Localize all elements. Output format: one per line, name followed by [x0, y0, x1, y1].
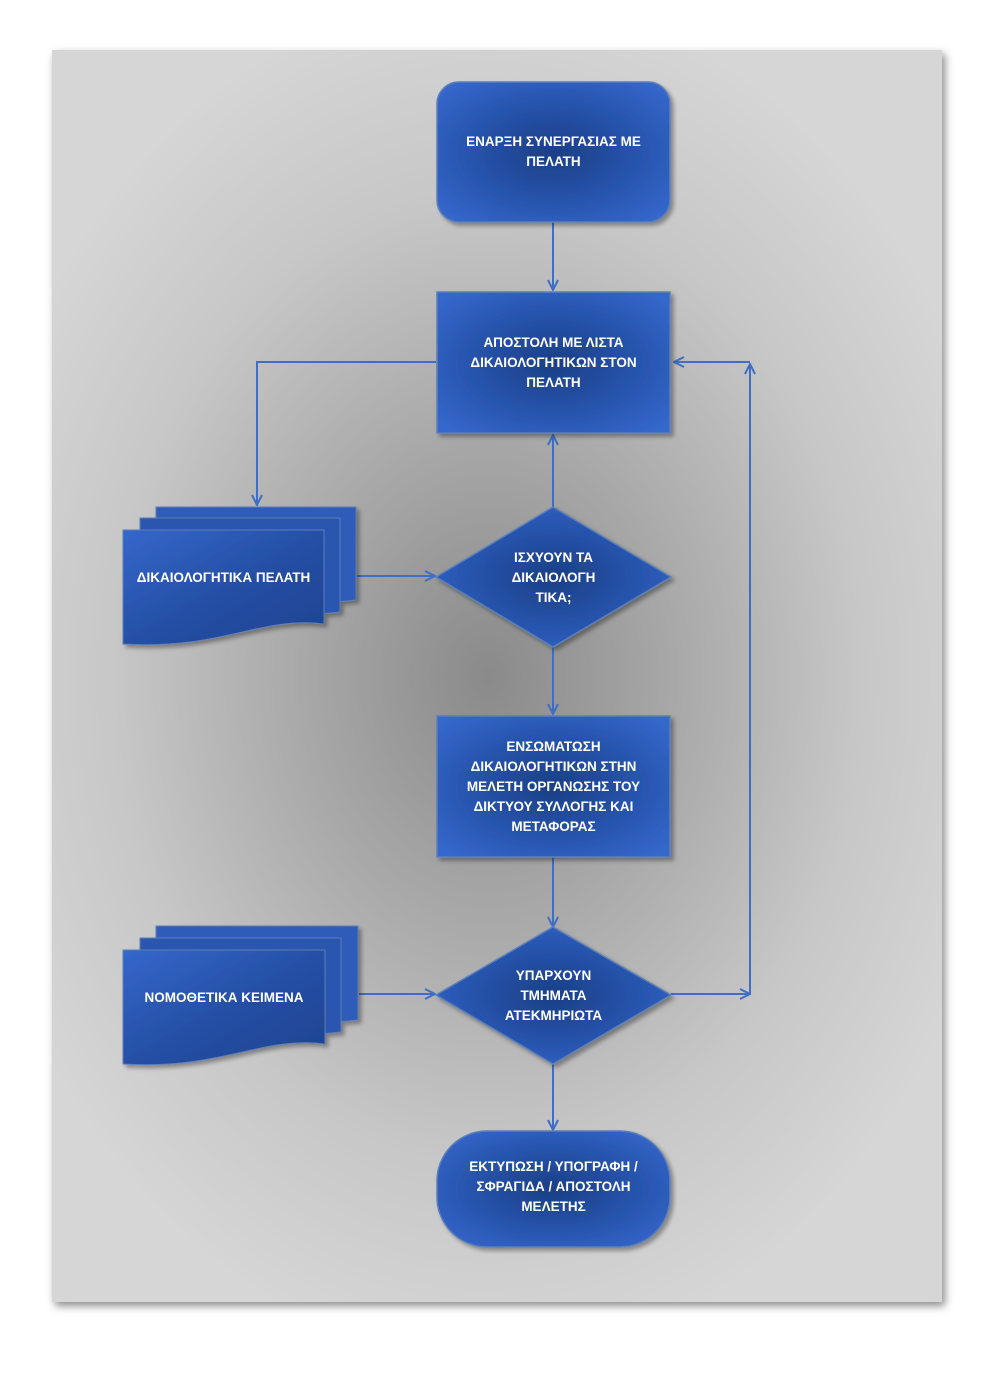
- decision-undocumented-node: [434, 926, 673, 1065]
- send-list-node: [436, 291, 671, 434]
- connector-send-to-client-docs: [257, 361, 436, 505]
- start-node: [436, 81, 671, 223]
- integrate-node: [436, 715, 671, 858]
- legislation-node: [122, 925, 359, 1066]
- end-node: [436, 1130, 671, 1248]
- client-docs-node: [122, 506, 357, 646]
- connectors: [257, 222, 750, 1130]
- diagram-canvas: [52, 50, 942, 1302]
- decision-valid-node: [434, 506, 673, 648]
